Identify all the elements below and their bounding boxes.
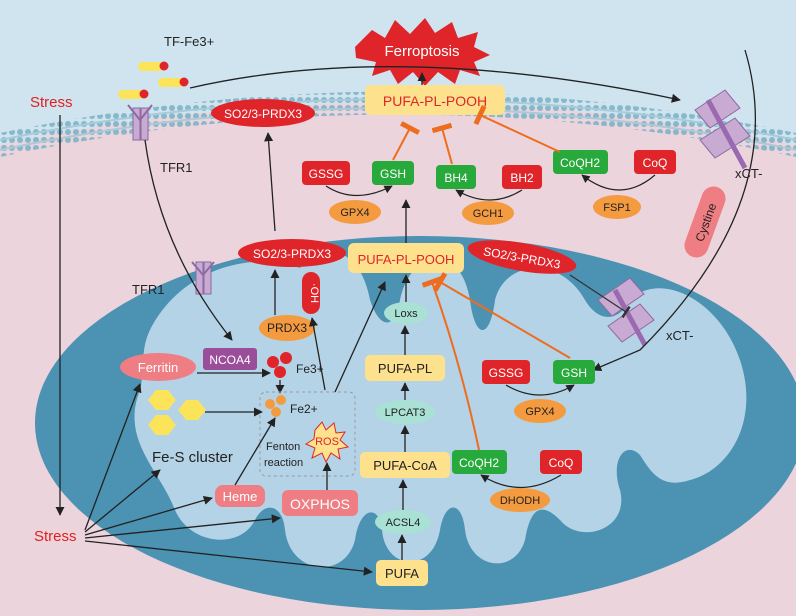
xct-label-mito: xCT- [666,328,693,343]
acsl4-node [375,510,431,534]
oxphos-label: OXPHOS [290,496,350,512]
stress-label-top: Stress [30,94,73,111]
lpcat3-node [375,400,435,424]
lpcat3-label: LPCAT3 [385,407,426,419]
bh2-node [502,165,542,189]
pufa-pl-label: PUFA-PL [378,361,432,376]
fes-cluster-label: Fe-S cluster [152,449,233,466]
pufa-pl-pooh-top-node [365,85,505,115]
coqh2-mito-node [452,450,507,474]
ros-label: ROS [315,436,339,448]
gpx4-top-node [329,200,381,224]
ros-burst: ROS [304,421,350,464]
fenton-box [259,391,356,477]
ferritin-label: Ferritin [138,360,178,375]
prdx3-mid-left-label: SO2/3-PRDX3 [253,247,331,261]
tfr1-receptor-top [127,104,153,141]
coq-top-node [634,150,676,174]
prdx3-top-node [211,99,315,127]
gch1-node [462,201,514,225]
fe-s-cluster-icon [148,390,206,435]
loxs-node [384,302,428,324]
coq-mito-label: CoQ [549,456,574,470]
tfr1-label-top: TFR1 [160,160,193,175]
prdx3-mid-right-node [467,240,577,274]
prdx3-label: PRDX3 [267,321,307,335]
fe3-label: Fe3+ [296,362,324,376]
pufa-coa-label: PUFA-CoA [373,458,437,473]
fsp1-label: FSP1 [603,202,631,214]
prdx3-mid-left-node [238,239,346,267]
gpx4-mito-label: GPX4 [525,406,554,418]
fe2-ions [265,395,286,417]
bh2-label: BH2 [510,171,534,185]
heme-node [215,485,265,507]
tfr1-label-mito: TFR1 [132,282,165,297]
ncoa4-node [203,348,257,370]
fenton-label-2: reaction [264,457,303,469]
xct-transporter-top [694,89,751,170]
dhodh-label: DHODH [500,495,540,507]
fe3-ions [267,352,292,378]
oh-radical-node [302,272,320,314]
gsh-top-label: GSH [380,167,406,181]
gssg-mito-node [482,360,530,384]
gch1-label: GCH1 [473,208,504,220]
prdx3-top-label: SO2/3-PRDX3 [224,107,302,121]
pufa-node [376,560,428,586]
loxs-label: Loxs [394,308,418,320]
fsp1-node [593,195,641,219]
gssg-mito-label: GSSG [489,366,524,380]
stress-label-bottom: Stress [34,528,77,545]
pufa-pl-pooh-mid-node [348,243,464,273]
fe2-label: Fe2+ [290,402,318,416]
pufa-coa-node [360,452,450,478]
oh-radical-label: ·OH [308,283,320,303]
pufa-pl-pooh-mid-label: PUFA-PL-POOH [358,252,455,267]
transferrin-iron-icon [118,61,189,99]
bh4-label: BH4 [444,171,468,185]
plasma-membrane [0,91,796,157]
ferroptosis-label: Ferroptosis [384,43,459,60]
dhodh-node [490,488,550,512]
gpx4-top-label: GPX4 [340,207,369,219]
gsh-top-node [372,161,414,185]
gpx4-mito-node [514,399,566,423]
pufa-pl-pooh-top-label: PUFA-PL-POOH [383,93,487,109]
coqh2-top-node [553,150,608,174]
prdx3-node [259,315,315,341]
tf-fe3-label: TF-Fe3+ [164,34,214,49]
gssg-top-node [302,161,350,185]
ncoa4-label: NCOA4 [209,353,251,367]
coq-top-label: CoQ [643,156,668,170]
coq-mito-node [540,450,582,474]
heme-label: Heme [223,489,258,504]
gssg-top-label: GSSG [309,167,344,181]
fenton-label-1: Fenton [266,441,300,453]
gsh-mito-node [553,360,595,384]
pufa-pl-node [365,355,445,381]
coqh2-mito-label: CoQH2 [459,456,499,470]
ferritin-node [120,353,196,381]
coqh2-top-label: CoQH2 [560,156,600,170]
oxphos-node [282,490,358,516]
gsh-mito-label: GSH [561,366,587,380]
acsl4-label: ACSL4 [386,517,421,529]
pufa-label: PUFA [385,566,419,581]
bh4-node [436,165,476,189]
